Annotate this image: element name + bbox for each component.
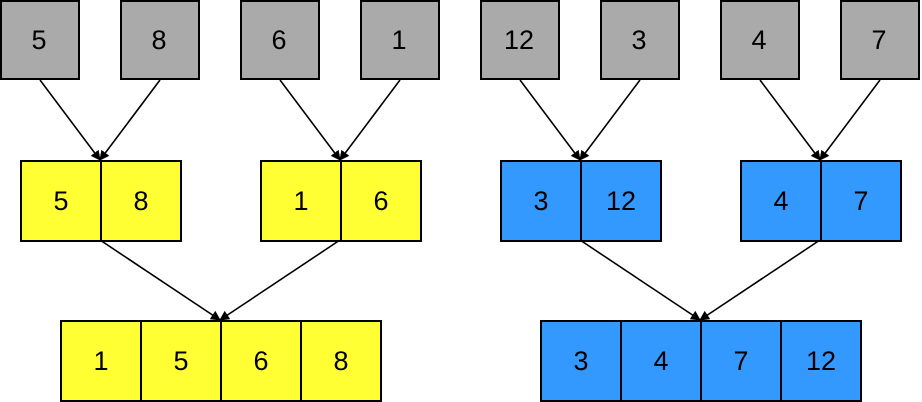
quad-2-value-4: 12 xyxy=(805,345,837,376)
arrow-pair-4-to-quad-2 xyxy=(699,239,821,321)
pair-1-cell: 5 xyxy=(20,160,102,242)
quad-1-cell: 5 xyxy=(140,320,222,402)
quad-2-cell: 7 xyxy=(700,320,782,402)
pair-1-value-1: 5 xyxy=(53,185,69,216)
input-value: 6 xyxy=(271,24,287,55)
quad-2-value-1: 3 xyxy=(573,345,589,376)
input-cell: 1 xyxy=(360,0,440,80)
quad-2-value-2: 4 xyxy=(653,345,669,376)
input-value: 5 xyxy=(31,24,47,55)
pair-3-value-2: 12 xyxy=(605,185,637,216)
input-cell: 12 xyxy=(480,0,560,80)
quad-1-value-2: 5 xyxy=(173,345,189,376)
pair-3-value-1: 3 xyxy=(533,185,549,216)
input-value: 1 xyxy=(391,24,407,55)
quad-1-cell: 1 xyxy=(60,320,142,402)
pair-2-cell: 1 xyxy=(260,160,342,242)
arrow-input-8-to-pair-4 xyxy=(819,79,881,161)
pair-1-cell: 8 xyxy=(100,160,182,242)
quad-1-cell: 6 xyxy=(220,320,302,402)
input-cell: 8 xyxy=(120,0,200,80)
pair-4-value-1: 4 xyxy=(773,185,789,216)
input-value: 8 xyxy=(151,24,167,55)
pair-3-cell: 3 xyxy=(500,160,582,242)
quad-2-value-3: 7 xyxy=(733,345,749,376)
pair-2-value-1: 1 xyxy=(293,185,309,216)
arrow-input-6-to-pair-3 xyxy=(579,79,641,161)
arrow-input-5-to-pair-3 xyxy=(519,79,581,161)
quad-1-value-1: 1 xyxy=(93,345,109,376)
pair-4-cell: 4 xyxy=(740,160,822,242)
pair-2-cell: 6 xyxy=(340,160,422,242)
pair-1-value-2: 8 xyxy=(133,185,149,216)
input-cell: 4 xyxy=(720,0,800,80)
pair-4-cell: 7 xyxy=(820,160,902,242)
input-cell: 3 xyxy=(600,0,680,80)
quad-2-cell: 3 xyxy=(540,320,622,402)
input-cell: 5 xyxy=(0,0,80,80)
pair-3-cell: 12 xyxy=(580,160,662,242)
arrow-input-3-to-pair-2 xyxy=(279,79,341,161)
quad-1-cell: 8 xyxy=(300,320,382,402)
input-value: 12 xyxy=(503,24,535,55)
arrow-pair-2-to-quad-1 xyxy=(219,239,341,321)
quad-2-cell: 4 xyxy=(620,320,702,402)
pair-4-value-2: 7 xyxy=(853,185,869,216)
input-cell: 7 xyxy=(840,0,920,80)
arrow-input-2-to-pair-1 xyxy=(99,79,161,161)
arrow-pair-3-to-quad-2 xyxy=(579,239,701,321)
arrow-input-7-to-pair-4 xyxy=(759,79,821,161)
input-value: 3 xyxy=(631,24,647,55)
input-value: 7 xyxy=(871,24,887,55)
arrow-input-4-to-pair-2 xyxy=(339,79,401,161)
arrow-input-1-to-pair-1 xyxy=(39,79,101,161)
input-value: 4 xyxy=(751,24,767,55)
quad-1-value-3: 6 xyxy=(253,345,269,376)
input-cell: 6 xyxy=(240,0,320,80)
pair-2-value-2: 6 xyxy=(373,185,389,216)
quad-2-cell: 12 xyxy=(780,320,862,402)
arrow-pair-1-to-quad-1 xyxy=(99,239,221,321)
quad-1-value-4: 8 xyxy=(333,345,349,376)
